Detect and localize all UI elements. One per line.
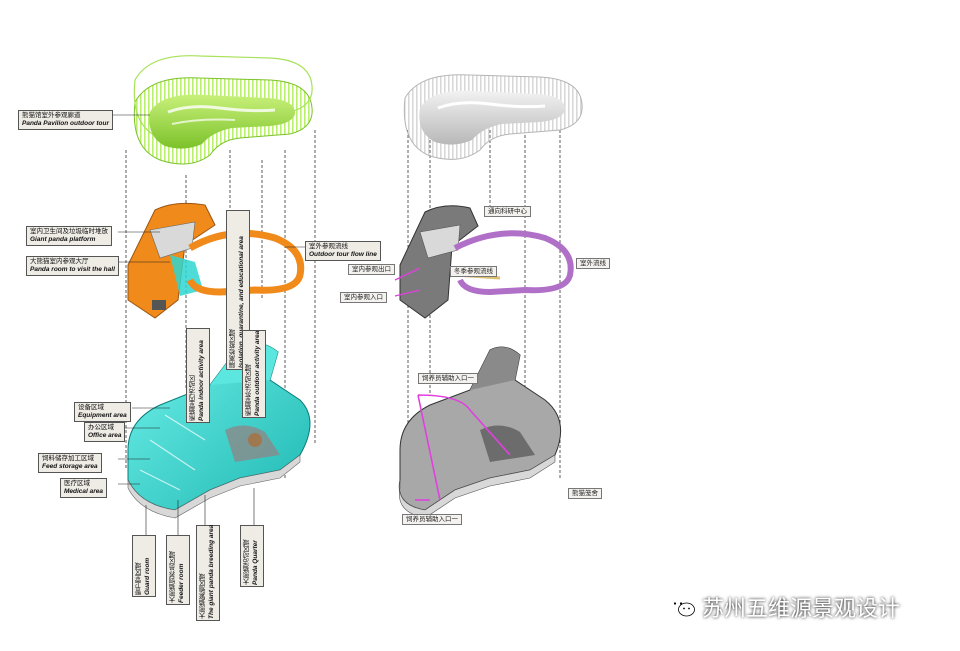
label-feeder-room-en: Feeder room	[178, 563, 185, 603]
label-guard-room: 警卫室区域 Guard room	[132, 535, 156, 597]
label-breeding-area-cn: 大熊猫繁殖区域	[200, 573, 207, 620]
label-guard-room-en: Guard room	[144, 557, 151, 595]
label-panda-quarter-en: Panda Quarter	[252, 540, 259, 585]
label-outdoor-activity-en: Panda outdoor activity area	[254, 330, 261, 416]
label-giant-panda-platform-en: Giant panda platform	[30, 236, 96, 243]
cyan-ground-level	[127, 342, 311, 519]
label-medical-area-cn: 医疗区域	[64, 480, 90, 487]
gray-roof-structure	[403, 74, 583, 160]
label-feed-storage: 饲料储存加工区域 Feed storage area	[38, 453, 102, 473]
label-outdoor-flow-cn: 室外参观流线	[309, 243, 348, 250]
tag-panda-dorm: 熊猫笼舍	[568, 488, 602, 499]
label-outdoor-flow-en: Outdoor tour flow line	[309, 251, 377, 258]
site-plan-sketch	[689, 19, 931, 484]
tag-indoor-entry: 室内参观入口	[340, 292, 387, 303]
label-equipment-area-cn: 设备区域	[78, 404, 104, 411]
label-panda-quarter-cn: 大熊猫活动区域	[244, 539, 251, 586]
label-giant-panda-platform-cn: 室内卫生间及垃圾临时堆放	[30, 228, 108, 235]
label-quarantine-cn: 隔离检疫区域	[230, 329, 237, 368]
watermark: 苏州五维源景观设计	[668, 590, 900, 624]
label-indoor-activity: 熊猫室内活动区 Panda indoor activity area	[186, 328, 210, 423]
label-panda-room-hall-cn: 大熊猫室内参观大厅	[30, 258, 89, 265]
tag-feeder-entry-top: 饲养员辅助入口一	[418, 373, 478, 384]
label-giant-panda-platform: 室内卫生间及垃圾临时堆放 Giant panda platform	[26, 226, 112, 246]
label-feed-storage-en: Feed storage area	[42, 463, 98, 470]
wechat-icon	[669, 597, 695, 617]
tag-winter-flow: 冬季参观流线	[450, 266, 497, 277]
label-medical-area: 医疗区域 Medical area	[60, 478, 108, 498]
label-equipment-area-en: Equipment area	[78, 412, 127, 419]
orange-floor-level	[127, 202, 305, 319]
label-breeding-area-en: The giant panda breeding area	[208, 524, 215, 619]
label-equipment-area: 设备区域 Equipment area	[74, 402, 131, 422]
tag-feeder-entry-bottom: 饲养员辅助入口一	[402, 514, 462, 525]
label-office-area-cn: 办公区域	[88, 424, 114, 431]
label-indoor-activity-cn: 熊猫室内活动区	[190, 375, 197, 422]
label-indoor-activity-en: Panda indoor activity area	[198, 340, 205, 421]
label-panda-quarter: 大熊猫活动区域 Panda Quarter	[240, 525, 264, 587]
label-outdoor-activity-cn: 熊猫室外活动区域	[246, 364, 253, 416]
label-panda-room-hall: 大熊猫室内参观大厅 Panda room to visit the hall	[26, 256, 119, 276]
green-roof-structure	[133, 55, 313, 165]
left-leader-lines	[100, 114, 305, 535]
label-medical-area-en: Medical area	[64, 488, 104, 495]
tag-outdoor-flow: 室外流线	[576, 258, 610, 269]
label-outdoor-tour-cn: 熊猫馆室外参观廊道	[22, 112, 81, 119]
label-guard-room-cn: 警卫室区域	[136, 562, 143, 596]
label-feeder-room: 大熊猫饲养员区域 Feeder room	[166, 535, 190, 605]
gray-ground-floor	[398, 346, 562, 519]
gray-middle-floor	[394, 205, 574, 319]
label-office-area: 办公区域 Office area	[84, 422, 126, 442]
label-outdoor-tour: 熊猫馆室外参观廊道 Panda Pavilion outdoor tour	[18, 110, 114, 130]
label-feeder-room-cn: 大熊猫饲养员区域	[170, 551, 177, 603]
label-outdoor-flow: 室外参观流线 Outdoor tour flow line	[305, 241, 381, 261]
label-feed-storage-cn: 饲料储存加工区域	[42, 455, 94, 462]
label-outdoor-tour-en: Panda Pavilion outdoor tour	[22, 120, 110, 127]
tag-research-center: 通向科研中心	[484, 206, 531, 217]
label-breeding-area: 大熊猫繁殖区域 The giant panda breeding area	[196, 525, 220, 621]
label-outdoor-activity: 熊猫室外活动区域 Panda outdoor activity area	[242, 330, 266, 418]
tag-indoor-exit: 室内参观出口	[348, 264, 395, 275]
label-office-area-en: Office area	[88, 432, 122, 439]
label-panda-room-hall-en: Panda room to visit the hall	[30, 266, 115, 273]
watermark-text: 苏州五维源景观设计	[702, 597, 901, 622]
